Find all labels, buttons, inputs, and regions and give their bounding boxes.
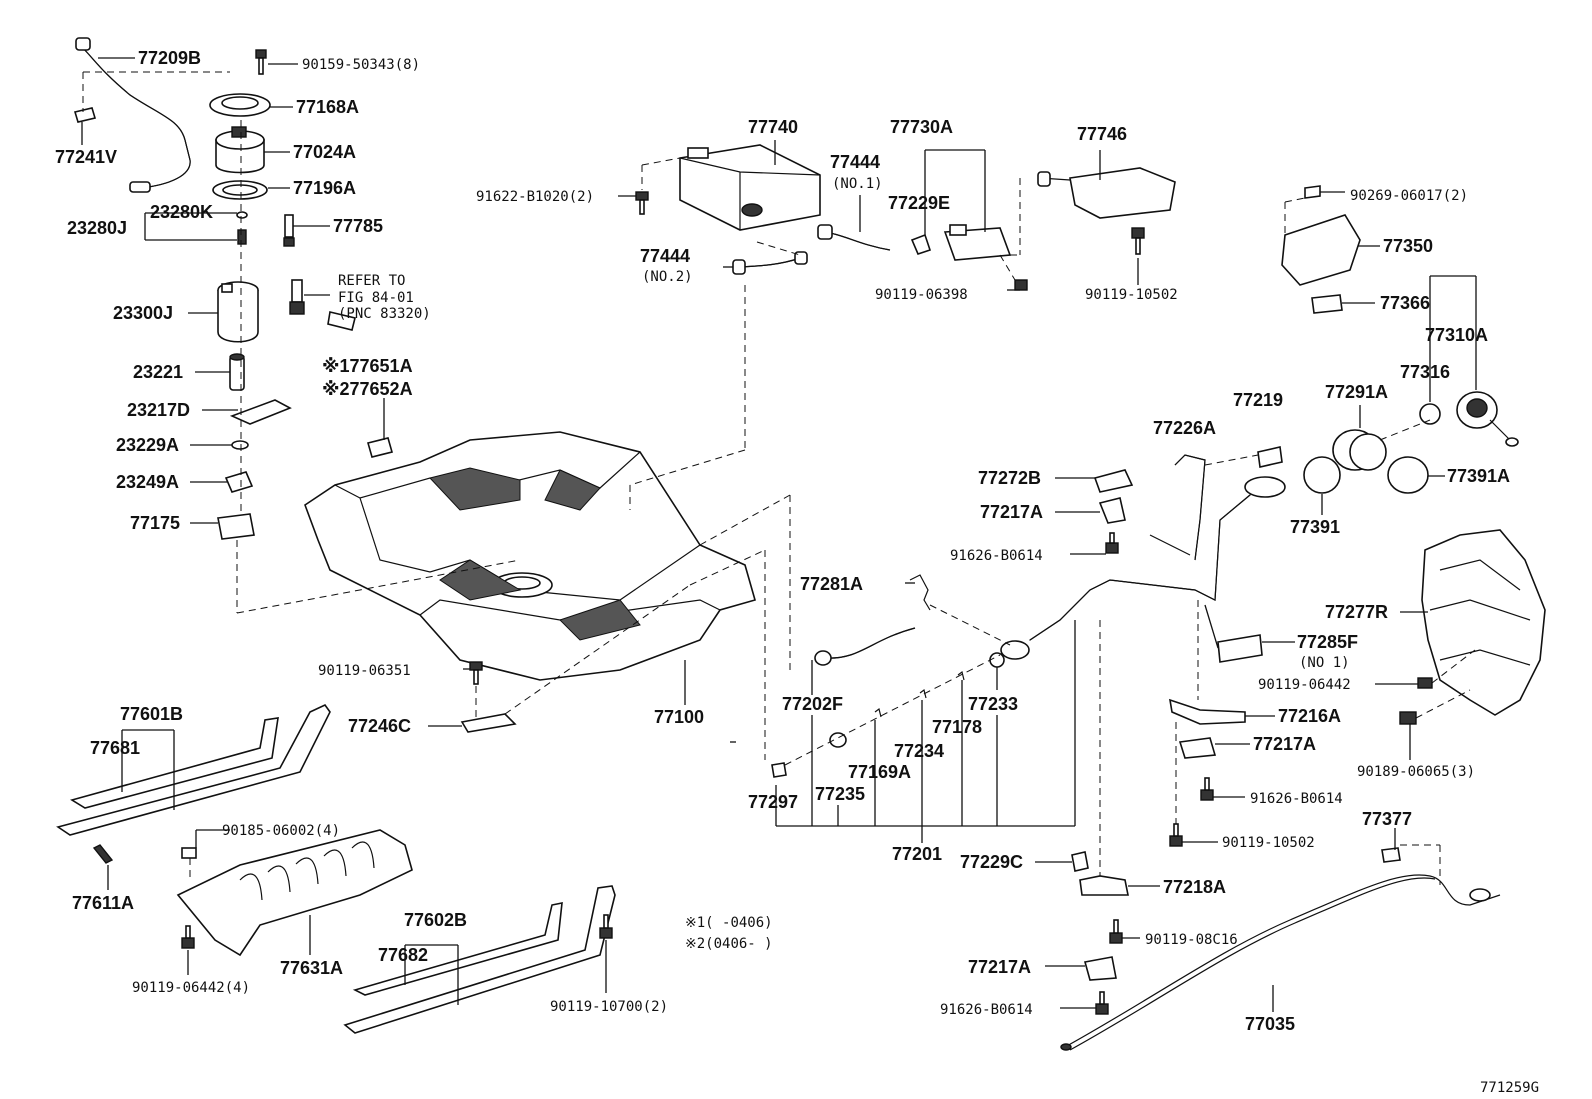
label-refer-pnc: (PNC 83320): [338, 306, 431, 322]
label-77651A: ※177651A: [322, 356, 413, 376]
label-77746: 77746: [1077, 124, 1127, 144]
label-77217A-3: 77217A: [968, 957, 1031, 977]
label-77175: 77175: [130, 513, 180, 533]
label-77631A: 77631A: [280, 958, 343, 978]
label-77601B: 77601B: [120, 704, 183, 724]
label-no2: (NO.2): [642, 269, 693, 285]
label-77310A: 77310A: [1425, 325, 1488, 345]
label-23221: 23221: [133, 362, 183, 382]
label-77785: 77785: [333, 216, 383, 236]
label-77169A: 77169A: [848, 762, 911, 782]
filler-pipe-drawings: [771, 446, 1546, 1051]
label-77229E: 77229E: [888, 193, 950, 213]
pump-assembly-drawings: [73, 37, 356, 540]
label-77740: 77740: [748, 117, 798, 137]
label-77168A: 77168A: [296, 97, 359, 117]
label-77366: 77366: [1380, 293, 1430, 313]
label-90119-10502-b: 90119-10502: [1222, 835, 1315, 851]
label-90185-06002: 90185-06002(4): [222, 823, 340, 839]
label-77178: 77178: [932, 717, 982, 737]
label-77241V: 77241V: [55, 147, 117, 167]
label-77377: 77377: [1362, 809, 1412, 829]
label-77217A-1: 77217A: [980, 502, 1043, 522]
label-23300J: 23300J: [113, 303, 173, 323]
label-77285F: 77285F: [1297, 632, 1358, 652]
label-77234: 77234: [894, 741, 944, 761]
label-77444-no1: 77444: [830, 152, 880, 172]
label-90119-10502-a: 90119-10502: [1085, 287, 1178, 303]
label-90119-10700: 90119-10700(2): [550, 999, 668, 1015]
label-90269-06017: 90269-06017(2): [1350, 188, 1468, 204]
tank-band-drawings: [56, 703, 616, 1034]
label-90119-06398: 90119-06398: [875, 287, 968, 303]
label-77235: 77235: [815, 784, 865, 804]
label-77652A: ※277652A: [322, 379, 413, 399]
leader-lines: [81, 57, 1219, 743]
label-refer-to: REFER TO: [338, 273, 405, 289]
figure-number: 771259G: [1480, 1080, 1539, 1096]
label-23280J: 23280J: [67, 218, 127, 238]
fuel-tank-drawing: [236, 285, 791, 760]
label-77316: 77316: [1400, 362, 1450, 382]
label-23280K: 23280K: [150, 202, 213, 222]
fuel-lid-drawings: [1281, 185, 1519, 515]
label-77291A: 77291A: [1325, 382, 1388, 402]
label-77226A: 77226A: [1153, 418, 1216, 438]
label-90119-06442: 90119-06442: [1258, 677, 1351, 693]
label-note-1: ※1( -0406): [685, 915, 773, 931]
label-90119-06351: 90119-06351: [318, 663, 411, 679]
label-77681: 77681: [90, 738, 140, 758]
label-77297: 77297: [748, 792, 798, 812]
label-77391A: 77391A: [1447, 466, 1510, 486]
label-23217D: 23217D: [127, 400, 190, 420]
label-no1b: (NO 1): [1299, 655, 1350, 671]
label-77281A: 77281A: [800, 574, 863, 594]
label-77202F: 77202F: [782, 694, 843, 714]
label-91626-B0614-2: 91626-B0614: [1250, 791, 1343, 807]
canister-drawings: [635, 140, 1176, 291]
label-91622-B1020: 91622-B1020(2): [476, 189, 594, 205]
label-77272B: 77272B: [978, 468, 1041, 488]
label-77216A: 77216A: [1278, 706, 1341, 726]
label-91626-B0614-3: 91626-B0614: [940, 1002, 1033, 1018]
label-no1: (NO.1): [832, 176, 883, 192]
label-77277R: 77277R: [1325, 602, 1388, 622]
label-77035: 77035: [1245, 1014, 1295, 1034]
label-77602B: 77602B: [404, 910, 467, 930]
label-90119-08C16: 90119-08C16: [1145, 932, 1238, 948]
part-labels: 77209B 90159-50343(8) 77168A 77024A 7724…: [55, 48, 1539, 1096]
label-77730A: 77730A: [890, 117, 953, 137]
label-77196A: 77196A: [293, 178, 356, 198]
label-77100: 77100: [654, 707, 704, 727]
label-note-2: ※2(0406- ): [685, 936, 773, 952]
label-77682: 77682: [378, 945, 428, 965]
label-refer-fig: FIG 84-01: [338, 290, 414, 306]
label-77217A-2: 77217A: [1253, 734, 1316, 754]
label-77246C: 77246C: [348, 716, 411, 736]
label-90119-06442-4: 90119-06442(4): [132, 980, 250, 996]
label-77229C: 77229C: [960, 852, 1023, 872]
label-77024A: 77024A: [293, 142, 356, 162]
label-77218A: 77218A: [1163, 877, 1226, 897]
label-91626-B0614-1: 91626-B0614: [950, 548, 1043, 564]
label-77611A: 77611A: [72, 893, 134, 913]
label-77219: 77219: [1233, 390, 1283, 410]
label-77444-no2: 77444: [640, 246, 690, 266]
label-23249A: 23249A: [116, 472, 179, 492]
label-77391: 77391: [1290, 517, 1340, 537]
label-77201: 77201: [892, 844, 942, 864]
label-90159-50343: 90159-50343(8): [302, 57, 420, 73]
label-90189-06065: 90189-06065(3): [1357, 764, 1475, 780]
label-77233: 77233: [968, 694, 1018, 714]
label-77209B: 77209B: [138, 48, 201, 68]
label-77350: 77350: [1383, 236, 1433, 256]
label-23229A: 23229A: [116, 435, 179, 455]
